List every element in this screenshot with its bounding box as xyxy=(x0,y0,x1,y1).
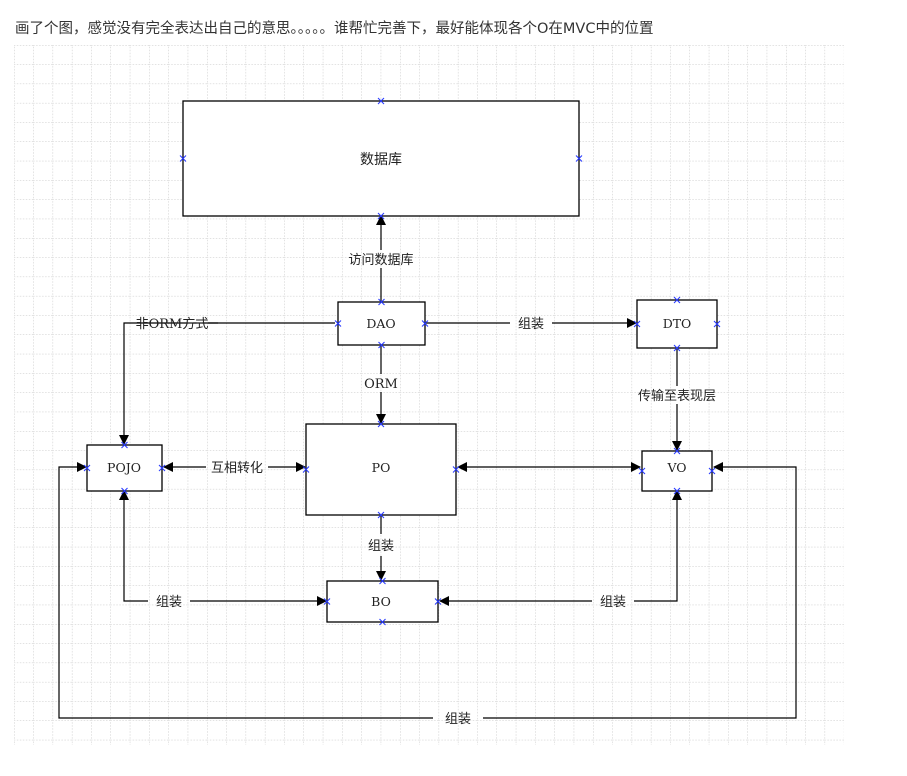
label-transfer-to-view: 传输至表现层 xyxy=(638,388,716,404)
connection-point-mark xyxy=(434,598,442,605)
label-dao-dto-assemble: 组装 xyxy=(518,317,544,332)
connection-point-mark xyxy=(379,618,386,626)
connection-point-mark xyxy=(452,466,460,473)
connection-point-mark xyxy=(83,464,91,472)
label-access-database: 访问数据库 xyxy=(348,252,413,268)
node-dao-label: DAO xyxy=(366,316,395,331)
connection-point-mark xyxy=(673,344,681,352)
label-po-bo-assemble: 组装 xyxy=(368,539,394,554)
node-dao: DAO xyxy=(337,301,426,346)
connection-point-mark xyxy=(379,577,386,585)
connection-point-mark xyxy=(377,511,385,519)
connection-point-mark xyxy=(378,298,385,306)
edge-pojo-vo-bottom-left xyxy=(58,462,433,719)
connection-point-mark xyxy=(638,467,646,475)
label-mutual-convert: 互相转化 xyxy=(211,461,263,476)
connection-point-mark xyxy=(377,97,385,105)
edge-pojo-bo-left xyxy=(119,490,148,602)
post-question: 画了个图，感觉没有完全表达出自己的意思。。。。。谁帮忙完善下，最好能体现各个O在… xyxy=(15,21,654,37)
node-dto-label: DTO xyxy=(663,316,692,331)
label-pojo-vo-assemble: 组装 xyxy=(445,712,471,727)
connection-point-mark xyxy=(708,467,716,475)
node-pojo-label: POJO xyxy=(107,460,141,475)
connection-point-mark xyxy=(633,320,641,328)
connection-point-mark xyxy=(323,598,331,605)
connection-point-mark xyxy=(158,464,166,472)
node-vo-label: VO xyxy=(666,460,686,475)
node-po-label: PO xyxy=(372,460,391,475)
label-non-orm: 非ORM方式 xyxy=(136,316,209,332)
node-dto: DTO xyxy=(636,299,718,349)
connection-point-mark xyxy=(302,466,310,473)
edge-labels: 访问数据库 非ORM方式 组装 ORM 传输至表现层 互相转化 组装 组装 组装… xyxy=(136,252,716,727)
node-database-label: 数据库 xyxy=(360,152,402,168)
connectors xyxy=(58,215,797,719)
node-pojo: POJO xyxy=(86,444,163,492)
edge-pojo-vo-bottom-right xyxy=(483,462,797,719)
label-pojo-bo-assemble: 组装 xyxy=(156,595,182,610)
node-database: 数据库 xyxy=(182,100,580,217)
connection-point-mark xyxy=(179,155,187,162)
node-bo: BO xyxy=(326,580,439,623)
label-orm: ORM xyxy=(364,377,398,392)
connection-point-mark xyxy=(673,447,681,455)
node-bo-label: BO xyxy=(371,594,391,609)
node-vo: VO xyxy=(641,450,713,492)
edge-vo-bo-right xyxy=(634,490,682,602)
connection-point-mark xyxy=(378,341,385,349)
connection-point-mark xyxy=(121,441,128,449)
connection-point-mark xyxy=(121,487,128,495)
connection-points xyxy=(83,97,721,626)
connection-point-mark xyxy=(377,212,385,220)
connection-point-mark xyxy=(575,155,583,162)
connection-point-mark xyxy=(334,320,342,327)
connection-point-mark xyxy=(421,320,429,327)
connection-point-mark xyxy=(713,320,721,328)
connection-point-mark xyxy=(673,487,681,495)
label-vo-bo-assemble: 组装 xyxy=(600,595,626,610)
edge-dao-pojo-left xyxy=(119,322,218,445)
connection-point-mark xyxy=(673,296,681,304)
node-po: PO xyxy=(305,423,457,516)
connection-point-mark xyxy=(377,420,385,428)
